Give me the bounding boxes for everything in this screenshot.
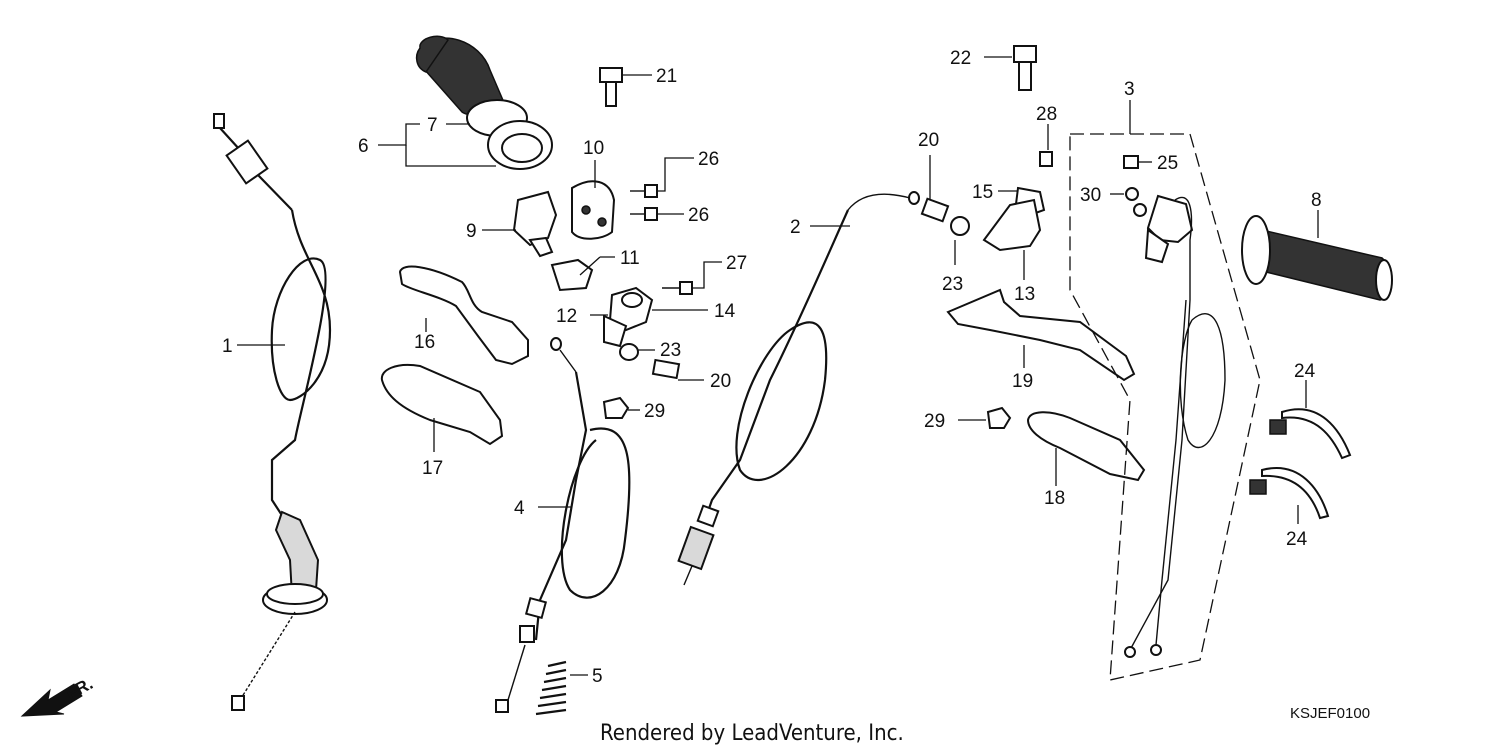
label-14: 14 [714,301,736,322]
throttle-grip[interactable] [415,35,553,170]
bolt-22[interactable] [1013,45,1037,91]
label-30: 30 [1080,185,1101,206]
label-29-right: 29 [924,411,945,432]
label-27: 27 [726,253,747,274]
engine-stop-switch[interactable] [1124,194,1226,658]
label-24-bottom: 24 [1286,529,1308,550]
diagram-code: KSJEF0100 [1290,705,1370,722]
label-29-left: 29 [644,401,665,422]
adjuster-left[interactable] [619,343,681,380]
clutch-cable[interactable] [495,337,631,713]
label-21: 21 [656,66,677,87]
label-5: 5 [592,666,603,687]
lever-16[interactable] [398,265,529,366]
label-20-right: 20 [918,130,939,151]
label-11: 11 [620,248,640,269]
footer-credit: Rendered by LeadVenture, Inc. [600,721,904,746]
hot-start-cable[interactable] [677,191,920,586]
bolt-21[interactable] [599,67,623,107]
lever-19[interactable] [946,288,1136,382]
lever-cover-18[interactable] [1026,411,1146,482]
label-20-left: 20 [710,371,731,392]
screw-28[interactable] [1039,151,1053,167]
throttle-cable[interactable] [213,113,332,711]
label-13: 13 [1014,284,1035,305]
label-3: 3 [1124,79,1135,100]
label-28: 28 [1036,104,1057,125]
label-1: 1 [222,336,233,357]
label-23-right: 23 [942,274,963,295]
label-16: 16 [414,332,435,353]
label-18: 18 [1044,488,1065,509]
label-19: 19 [1012,371,1033,392]
label-7: 7 [427,115,438,136]
cable-bands[interactable] [1249,408,1352,520]
throttle-housing[interactable] [512,180,616,292]
label-12: 12 [556,306,577,327]
spring-5[interactable] [535,660,567,716]
label-6: 6 [358,136,369,157]
label-15: 15 [972,182,993,203]
lever-bracket-left[interactable] [603,286,654,348]
grip-right[interactable] [1241,215,1393,301]
label-2: 2 [790,217,801,238]
nut-29-right[interactable] [986,406,1012,429]
label-24-top: 24 [1294,361,1316,382]
label-26-bottom: 26 [688,205,709,226]
front-direction-arrow: FR. [20,674,96,717]
adjuster-right[interactable] [920,197,970,236]
label-8: 8 [1311,190,1322,211]
label-9: 9 [466,221,477,242]
switch-assembly-outline [1069,133,1261,681]
label-23-left: 23 [660,340,681,361]
label-25: 25 [1157,153,1178,174]
label-4: 4 [514,498,525,519]
label-17: 17 [422,458,443,479]
label-26-top: 26 [698,149,719,170]
nut-29-left[interactable] [602,396,630,419]
washer-30[interactable] [1125,187,1139,201]
screws-26[interactable] [630,184,658,221]
label-22: 22 [950,48,971,69]
lever-bracket-right[interactable] [982,186,1046,252]
screw-25[interactable] [1123,155,1139,169]
screw-27[interactable] [662,281,693,295]
lever-cover-17[interactable] [380,364,504,446]
label-10: 10 [583,138,604,159]
